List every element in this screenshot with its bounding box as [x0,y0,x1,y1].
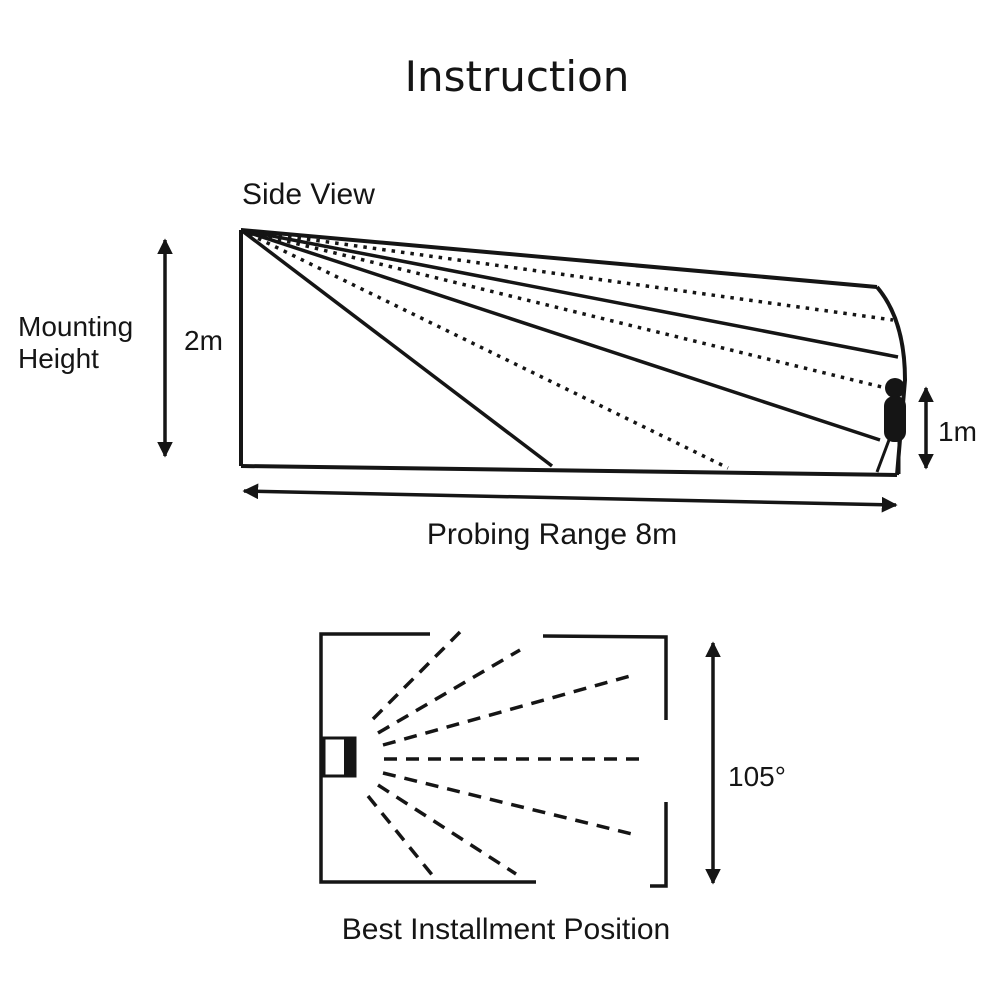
detection-fan-rays [366,630,642,878]
target-height-value: 1m [938,416,977,447]
mounting-height-label: Mounting Height [18,311,134,374]
floor-line [240,464,898,477]
page-title: Instruction [404,52,630,101]
probing-range-arrow [242,483,898,513]
detection-top-line [240,228,878,289]
solid-beams [239,228,899,468]
angle-label: 105° [728,761,786,792]
side-view-label: Side View [242,178,375,211]
installation-caption: Best Installment Position [341,913,671,946]
person-icon [875,378,906,474]
detection-far-arc [875,285,908,476]
mounting-height-value: 2m [184,325,223,356]
sensor-icon [322,736,357,778]
top-view-diagram [319,630,668,888]
dotted-beams [240,228,894,470]
room-outline [319,632,668,888]
side-view-diagram [239,228,908,477]
probing-range-label: Probing Range 8m [426,518,678,551]
